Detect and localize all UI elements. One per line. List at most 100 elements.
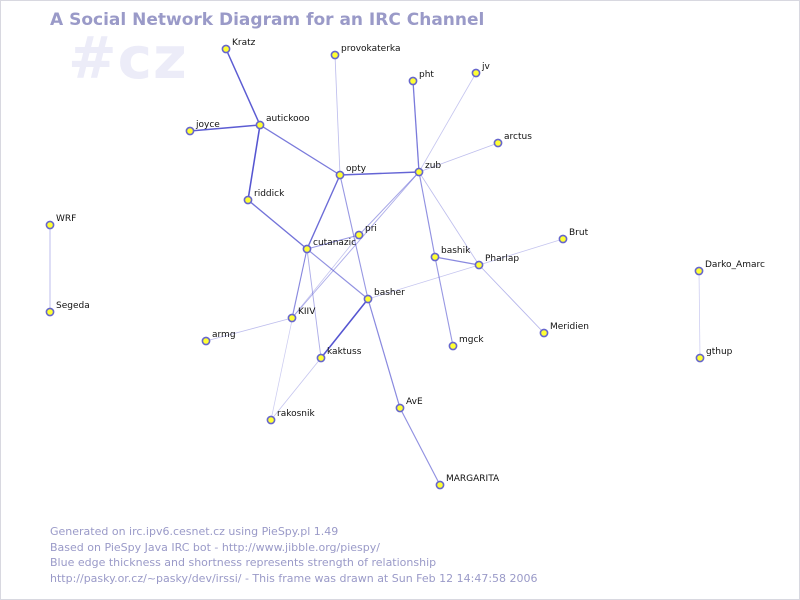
edge-kaktuss-rakosnik <box>270 357 322 421</box>
node-label: joyce <box>195 120 220 130</box>
edges-layer <box>49 48 701 486</box>
node-basher: basher <box>363 288 405 304</box>
edge-opty-cutanazic <box>306 174 341 250</box>
node-label: pht <box>419 70 434 80</box>
node-marker <box>471 68 481 78</box>
node-label: opty <box>346 164 367 174</box>
nodes-layer: Kratz provokaterka pht jv joyce autickooo arct… <box>45 38 765 490</box>
edge-cutanazic-KIIV <box>291 248 308 319</box>
edge-zub-bashik <box>418 171 436 258</box>
edge-pri-KIIV <box>291 234 360 319</box>
node-marker <box>695 353 705 363</box>
node-marker <box>201 336 211 346</box>
edge-opty-zub <box>339 171 420 176</box>
footer-line-timestamp: http://pasky.or.cz/~pasky/dev/irssi/ - T… <box>50 571 538 585</box>
edge-pht-zub <box>412 80 420 173</box>
node-label: mgck <box>459 335 484 345</box>
edge-cutanazic-rakosnik <box>270 248 308 421</box>
node-marker <box>694 266 704 276</box>
node-marker <box>45 220 55 230</box>
node-kaktuss: kaktuss <box>316 347 362 363</box>
node-marker <box>185 126 195 136</box>
node-opty: opty <box>335 164 367 180</box>
node-Darko_Amarc: Darko_Amarc <box>694 260 765 276</box>
edge-autickooo-riddick <box>247 124 261 201</box>
node-label: AvE <box>406 397 423 407</box>
node-arctus: arctus <box>493 132 532 148</box>
page-title: A Social Network Diagram for an IRC Chan… <box>50 10 485 30</box>
edge-autickooo-opty <box>259 124 341 176</box>
node-marker <box>414 167 424 177</box>
node-marker <box>287 313 297 323</box>
node-marker <box>448 341 458 351</box>
node-Pharlap: Pharlap <box>474 254 519 270</box>
node-label: armg <box>212 330 236 340</box>
node-label: provokaterka <box>341 44 400 54</box>
footer-line-based-on: Based on PieSpy Java IRC bot - http://ww… <box>50 540 380 554</box>
node-MARGARITA: MARGARITA <box>435 474 500 490</box>
node-label: Segeda <box>56 301 90 311</box>
edge-arctus-zub <box>418 142 499 173</box>
node-marker <box>408 76 418 86</box>
footer-line-generated: Generated on irc.ipv6.cesnet.cz using Pi… <box>50 525 339 538</box>
node-pri: pri <box>354 224 377 240</box>
edge-Pharlap-basher <box>367 264 480 300</box>
channel-name: #cz <box>68 24 188 92</box>
edge-Darko_Amarc-gthup <box>698 270 701 359</box>
node-marker <box>435 480 445 490</box>
node-label: rakosnik <box>277 409 316 419</box>
edge-cutanazic-kaktuss <box>306 248 322 359</box>
edge-riddick-cutanazic <box>247 199 308 250</box>
edge-zub-pri <box>358 171 420 236</box>
node-label: arctus <box>504 132 532 142</box>
edge-basher-AvE <box>367 298 401 409</box>
node-label: riddick <box>254 189 285 199</box>
node-marker <box>221 44 231 54</box>
node-marker <box>302 244 312 254</box>
node-mgck: mgck <box>448 335 484 351</box>
edge-jv-zub <box>418 72 477 173</box>
node-label: MARGARITA <box>446 474 500 484</box>
node-marker <box>266 415 276 425</box>
node-marker <box>474 260 484 270</box>
edge-provokaterka-opty <box>334 54 341 176</box>
edge-opty-basher <box>339 174 369 300</box>
edge-armg-KIIV <box>205 317 293 342</box>
edge-Pharlap-Meridien <box>478 264 545 334</box>
node-marker <box>255 120 265 130</box>
node-label: Meridien <box>550 322 589 332</box>
edge-zub-Pharlap <box>418 171 480 266</box>
node-label: jv <box>481 62 491 72</box>
node-jv: jv <box>471 62 491 78</box>
node-autickooo: autickooo <box>255 114 310 130</box>
node-cutanazic: cutanazic <box>302 238 356 254</box>
node-Brut: Brut <box>558 228 589 244</box>
node-marker <box>430 252 440 262</box>
node-riddick: riddick <box>243 189 285 205</box>
node-zub: zub <box>414 161 441 177</box>
node-marker <box>45 307 55 317</box>
node-provokaterka: provokaterka <box>330 44 400 60</box>
footer: Generated on irc.ipv6.cesnet.cz using Pi… <box>50 524 538 586</box>
node-label: Kratz <box>232 38 256 48</box>
node-label: autickooo <box>266 114 310 124</box>
edge-pri-cutanazic <box>306 234 360 250</box>
node-label: gthup <box>706 347 733 357</box>
node-label: Brut <box>569 228 589 238</box>
node-WRF: WRF <box>45 214 76 230</box>
node-Kratz: Kratz <box>221 38 256 54</box>
node-label: cutanazic <box>313 238 356 248</box>
node-marker <box>335 170 345 180</box>
edge-bashik-Pharlap <box>434 256 480 266</box>
node-AvE: AvE <box>395 397 423 413</box>
node-rakosnik: rakosnik <box>266 409 316 425</box>
node-bashik: bashik <box>430 246 471 262</box>
node-label: zub <box>425 161 441 171</box>
node-marker <box>354 230 364 240</box>
edge-Kratz-autickooo <box>225 48 261 126</box>
node-gthup: gthup <box>695 347 733 363</box>
node-marker <box>539 328 549 338</box>
node-KIIV: KIIV <box>287 307 316 323</box>
edge-basher-kaktuss <box>320 298 369 359</box>
